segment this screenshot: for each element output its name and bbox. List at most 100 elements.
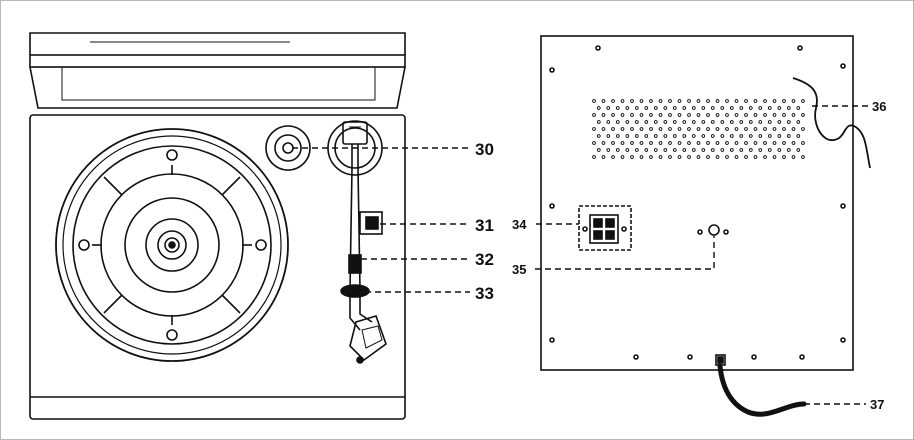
grille-hole — [620, 99, 625, 103]
grille-hole — [668, 127, 672, 131]
leader-lines — [292, 105, 868, 405]
grille-hole — [748, 120, 753, 124]
grille-hole — [734, 99, 739, 103]
grille-hole — [767, 120, 772, 124]
callout-33: 33 — [475, 284, 494, 303]
grille-hole — [620, 113, 625, 117]
grille-hole — [672, 148, 677, 152]
grille-hole — [701, 148, 706, 152]
grille-hole — [763, 155, 767, 159]
grille-hole — [601, 99, 606, 103]
grille-hole — [649, 155, 653, 159]
grille-hole — [715, 141, 720, 145]
grille-hole — [611, 99, 615, 103]
grille-hole — [763, 113, 767, 117]
grille-hole — [710, 134, 715, 138]
grille-hole — [691, 148, 696, 152]
dust-cover — [29, 32, 406, 109]
grille-hole — [658, 141, 663, 145]
grille-hole — [744, 99, 748, 103]
grille-hole — [725, 99, 729, 103]
grille-hole — [687, 127, 691, 131]
grille-hole — [791, 141, 796, 145]
grille-hole — [658, 113, 663, 117]
grille-hole — [777, 148, 782, 152]
grille-hole — [696, 141, 701, 145]
grille-hole — [672, 106, 677, 110]
grille-hole — [729, 134, 734, 138]
grille-hole — [592, 99, 596, 103]
grille-hole — [668, 141, 672, 145]
grille-hole — [782, 141, 786, 145]
grille-hole — [734, 127, 739, 131]
grille-hole — [649, 113, 653, 117]
grille-hole — [630, 113, 634, 117]
grille-hole — [706, 99, 710, 103]
grille-hole — [606, 120, 611, 124]
grille-hole — [739, 148, 744, 152]
grille-hole — [748, 134, 753, 138]
grille-hole — [691, 134, 696, 138]
grille-hole — [767, 106, 772, 110]
grille-hole — [639, 141, 644, 145]
grille-hole — [748, 106, 753, 110]
grille-hole — [682, 106, 687, 110]
grille-hole — [720, 106, 725, 110]
center-hole — [697, 224, 729, 236]
grille-hole — [701, 134, 706, 138]
grille-hole — [777, 120, 782, 124]
grille-hole — [782, 113, 786, 117]
grille-hole — [744, 141, 748, 145]
grille-hole — [753, 99, 758, 103]
grille-hole — [777, 134, 782, 138]
grille-hole — [620, 127, 625, 131]
grille-hole — [677, 155, 682, 159]
grille-hole — [772, 155, 777, 159]
grille-hole — [758, 134, 763, 138]
grille-hole — [782, 155, 786, 159]
grille-hole — [634, 106, 639, 110]
grille-hole — [639, 113, 644, 117]
tonearm — [327, 120, 387, 364]
grille-hole — [739, 106, 744, 110]
grille-hole — [625, 148, 630, 152]
grille-hole — [634, 120, 639, 124]
grille-hole — [596, 106, 601, 110]
grille-hole — [601, 113, 606, 117]
grille-hole — [753, 113, 758, 117]
grille-hole — [696, 99, 701, 103]
grille-hole — [682, 134, 687, 138]
grille-hole — [710, 148, 715, 152]
grille-hole — [687, 99, 691, 103]
grille-hole — [758, 148, 763, 152]
grille-hole — [630, 141, 634, 145]
grille-hole — [772, 141, 777, 145]
grille-hole — [630, 155, 634, 159]
grille-hole — [696, 127, 701, 131]
grille-hole — [677, 141, 682, 145]
grille-hole — [592, 113, 596, 117]
grille-hole — [634, 134, 639, 138]
grille-hole — [630, 99, 634, 103]
grille-hole — [796, 134, 801, 138]
grille-hole — [611, 113, 615, 117]
grille-hole — [696, 113, 701, 117]
grille-hole — [611, 141, 615, 145]
grille-hole — [715, 155, 720, 159]
grille-hole — [782, 127, 786, 131]
grille-hole — [615, 120, 620, 124]
grille-hole — [658, 155, 663, 159]
grille-hole — [796, 148, 801, 152]
grille-hole — [644, 106, 649, 110]
grille-hole — [677, 99, 682, 103]
grille-hole — [801, 141, 805, 145]
rca-output-jacks — [578, 205, 632, 251]
grille-hole — [625, 120, 630, 124]
grille-hole — [649, 127, 653, 131]
grille-hole — [606, 134, 611, 138]
grille-hole — [796, 120, 801, 124]
grille-hole — [782, 99, 786, 103]
grille-hole — [596, 148, 601, 152]
grille-hole — [691, 106, 696, 110]
